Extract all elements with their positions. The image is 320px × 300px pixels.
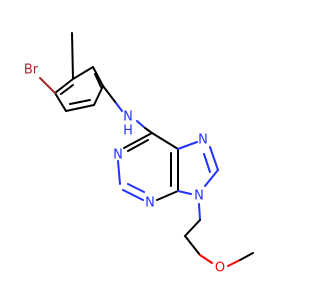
bond-ch2-ch2 [184, 219, 201, 237]
bond-c6-n1 [123, 132, 153, 149]
bond-ring-c5-c6 [54, 92, 67, 112]
bond-n9-ch2 [198, 203, 201, 221]
bond-c5-c6 [151, 132, 179, 150]
bond-ring-double-1 [94, 73, 102, 88]
bond-ring-c2-c3 [92, 66, 104, 87]
bond-o-ch3-o [227, 259, 241, 267]
bond-c2-n3-double [127, 183, 145, 193]
bond-ch2-o-c [184, 235, 201, 256]
bond-methyl [71, 32, 74, 80]
bond-c8-n9 [204, 169, 219, 187]
bond-ring-c6-c1 [54, 78, 74, 94]
atom-purine-n7-label: N [198, 133, 208, 148]
atom-purine-n3-label: N [145, 196, 155, 211]
bond-ring-c3-c4 [93, 85, 104, 106]
bond-c2-n3 [122, 189, 144, 201]
bond-n3-c4 [156, 190, 179, 201]
bond-n7-c8-double [203, 153, 211, 173]
atom-ether-o-label: O [215, 261, 225, 276]
bond-ring-nh-c [102, 85, 117, 104]
bond-nh-c6-c [144, 127, 153, 134]
bond-c6-n1-double [127, 139, 149, 152]
bond-ring-c1-c2 [72, 66, 94, 80]
bond-o-ch3-c [239, 252, 254, 261]
atom-labels: Br N H N N N N O [24, 63, 225, 276]
bonds [39, 32, 254, 267]
atom-bromine-label: Br [24, 63, 39, 78]
bond-nh-c6-n [136, 120, 146, 129]
bond-ch2-o-o [199, 254, 213, 264]
bond-ring-double-2 [69, 99, 91, 105]
bond-n9-c4 [177, 190, 192, 195]
bond-n1-c2 [117, 160, 121, 185]
bond-ring-c4-c5 [65, 104, 95, 112]
bond-ring-nh-n [115, 102, 123, 112]
bond-c-br [39, 77, 56, 94]
molecule-structure: Br N H N N N N O [24, 32, 254, 276]
atom-purine-n1-label: N [113, 148, 123, 163]
atom-amine-n-label: N [123, 110, 133, 125]
bond-ring-double-3 [60, 84, 74, 95]
bond-n7-c8 [209, 146, 219, 171]
atom-purine-n9-label: N [194, 189, 204, 204]
atom-amine-h-label: H [123, 124, 133, 139]
bond-c5-n7 [177, 141, 198, 150]
